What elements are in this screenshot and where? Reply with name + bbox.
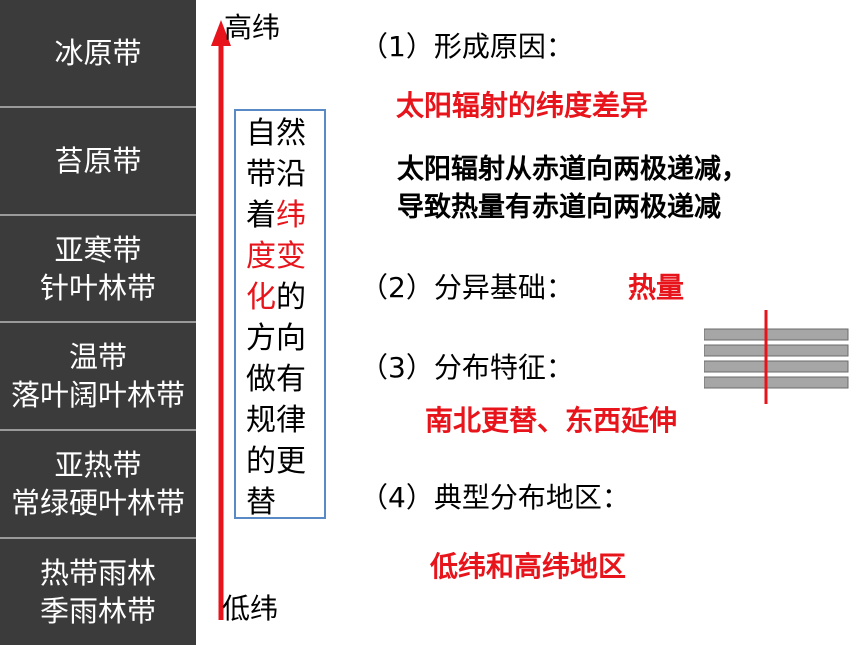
textbox-text: 方向 — [246, 321, 306, 356]
zonal-stripes-icon — [704, 310, 849, 404]
textbox-row: 带沿 — [246, 154, 324, 195]
textbox-text: 规律 — [246, 403, 306, 438]
textbox-text: 替 — [246, 485, 276, 520]
textbox-row: 做有 — [246, 359, 324, 400]
zone-label: 针叶林带 — [39, 270, 156, 305]
zone-label: 亚寒带 — [54, 232, 142, 267]
zone-label: 常绿硬叶林带 — [10, 486, 185, 521]
basis-value: 热量 — [628, 271, 685, 304]
textbox-row: 规律 — [246, 400, 324, 441]
textbox-row: 方向 — [246, 318, 324, 359]
formation-explanation-line-1: 太阳辐射从赤道向两极递减， — [397, 154, 748, 185]
textbox-row: 自然 — [246, 113, 324, 154]
zone-block: 热带雨林季雨林带 — [0, 539, 196, 645]
zone-label: 冰原带 — [54, 35, 142, 70]
region-value: 低纬和高纬地区 — [430, 550, 627, 583]
zonal-change-textbox: 自然带沿着纬度变化的方向做有规律的更替 — [234, 109, 326, 520]
zone-block: 亚热带常绿硬叶林带 — [0, 431, 196, 540]
high-latitude-label: 高纬 — [224, 11, 281, 44]
formation-cause-heading: （1）形成原因： — [360, 30, 574, 63]
textbox-row: 着纬 — [246, 195, 324, 236]
formation-explanation-line-2: 导致热量有赤道向两极递减 — [397, 192, 721, 223]
latitude-arrow-icon — [211, 20, 231, 620]
zone-block: 温带落叶阔叶林带 — [0, 323, 196, 432]
textbox-text: 的 — [276, 280, 306, 315]
zone-label: 落叶阔叶林带 — [10, 378, 185, 413]
zone-label: 季雨林带 — [39, 594, 156, 629]
feature-heading: （3）分布特征： — [360, 351, 574, 384]
textbox-highlight: 度变 — [246, 239, 306, 274]
zone-label: 亚热带 — [54, 448, 142, 483]
natural-zone-stack: 冰原带苔原带亚寒带针叶林带温带落叶阔叶林带亚热带常绿硬叶林带热带雨林季雨林带 — [0, 0, 196, 645]
zone-label: 温带 — [68, 340, 127, 375]
zone-block: 苔原带 — [0, 107, 196, 216]
zone-label: 苔原带 — [54, 143, 142, 178]
region-heading: （4）典型分布地区： — [360, 481, 630, 514]
zone-label: 热带雨林 — [39, 556, 156, 591]
feature-value: 南北更替、东西延伸 — [425, 404, 678, 437]
textbox-row: 度变 — [246, 236, 324, 277]
low-latitude-label: 低纬 — [222, 592, 279, 625]
basis-heading: （2）分异基础： — [360, 271, 574, 304]
textbox-text: 做有 — [246, 362, 306, 397]
textbox-text: 自然 — [246, 116, 306, 151]
textbox-highlight: 化 — [246, 280, 276, 315]
textbox-highlight: 纬 — [276, 198, 306, 233]
textbox-row: 化的 — [246, 277, 324, 318]
textbox-text: 着 — [246, 198, 276, 233]
zone-block: 冰原带 — [0, 0, 196, 108]
textbox-text: 带沿 — [246, 157, 306, 192]
formation-cause-value: 太阳辐射的纬度差异 — [396, 89, 649, 122]
textbox-row: 替 — [246, 482, 324, 523]
zone-block: 亚寒带针叶林带 — [0, 215, 196, 324]
textbox-row: 的更 — [246, 441, 324, 482]
textbox-text: 的更 — [246, 444, 306, 479]
